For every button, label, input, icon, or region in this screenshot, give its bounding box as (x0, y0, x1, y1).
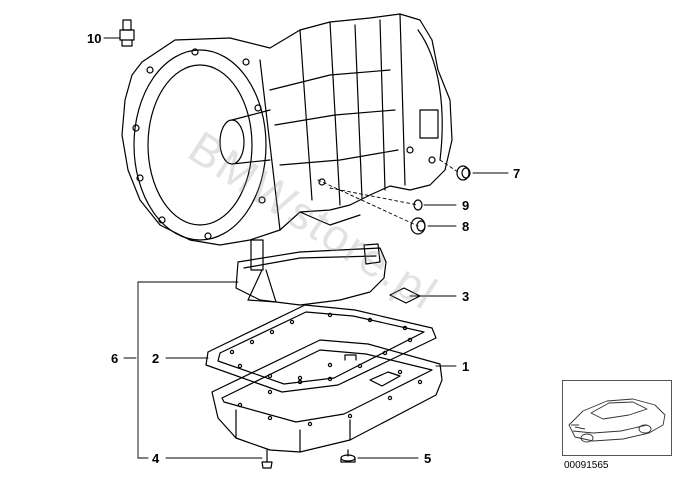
callout-7: 7 (513, 166, 521, 181)
pan-gasket (205, 304, 437, 393)
oil-filter (235, 239, 387, 306)
callout-3: 3 (462, 289, 470, 304)
callout-2: 2 (152, 351, 160, 366)
drain-plug (340, 449, 356, 463)
filler-plug (119, 19, 135, 47)
screw-plug-9 (413, 199, 423, 211)
car-icon (568, 398, 666, 443)
leader-lines (103, 37, 509, 459)
vehicle-thumbnail (562, 380, 672, 456)
callout-9: 9 (462, 198, 470, 213)
callout-1: 1 (462, 359, 470, 374)
image-code: 00091565 (564, 460, 609, 471)
pan-screw (261, 449, 273, 469)
callout-6: 6 (111, 351, 119, 366)
oil-pan (211, 339, 443, 453)
transmission-housing (121, 13, 453, 246)
screw-plug-7 (456, 165, 471, 181)
callout-8: 8 (462, 219, 470, 234)
callout-5: 5 (424, 451, 432, 466)
callout-10: 10 (87, 31, 102, 46)
callout-4: 4 (152, 451, 160, 466)
